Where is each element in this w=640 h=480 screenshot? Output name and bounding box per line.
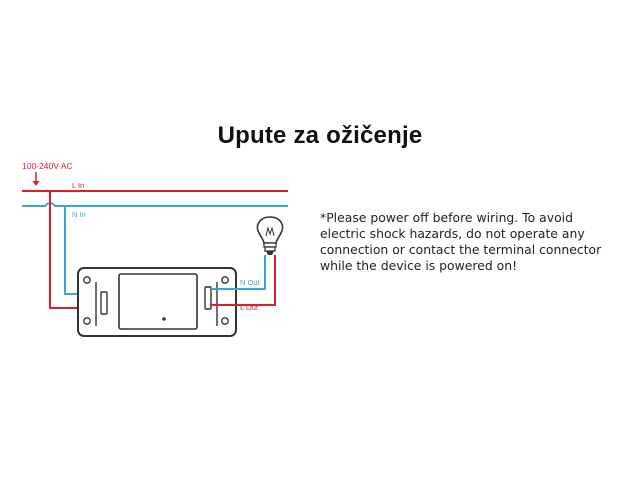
line-out-wire <box>211 255 276 306</box>
light-bulb-icon <box>256 216 284 255</box>
page-title: Upute za ožičenje <box>217 122 423 149</box>
arrow-down-icon <box>32 172 40 186</box>
neutral-in-wire <box>22 202 288 207</box>
supply-label: 100-240V AC <box>22 161 73 171</box>
neutral-out-label: N Out <box>240 278 261 287</box>
line-out-label: L Out <box>240 303 259 312</box>
wiring-warning-text: *Please power off before wiring. To avoi… <box>320 210 602 273</box>
line-in-label: L In <box>72 181 84 190</box>
terminal-screw-icon <box>83 276 229 325</box>
neutral-out-wire <box>211 255 266 290</box>
wiring-diagram: 100-240V AC L In N In N Out L Out <box>22 161 288 337</box>
neutral-in-label: N In <box>72 210 86 219</box>
switch-device <box>77 267 237 337</box>
